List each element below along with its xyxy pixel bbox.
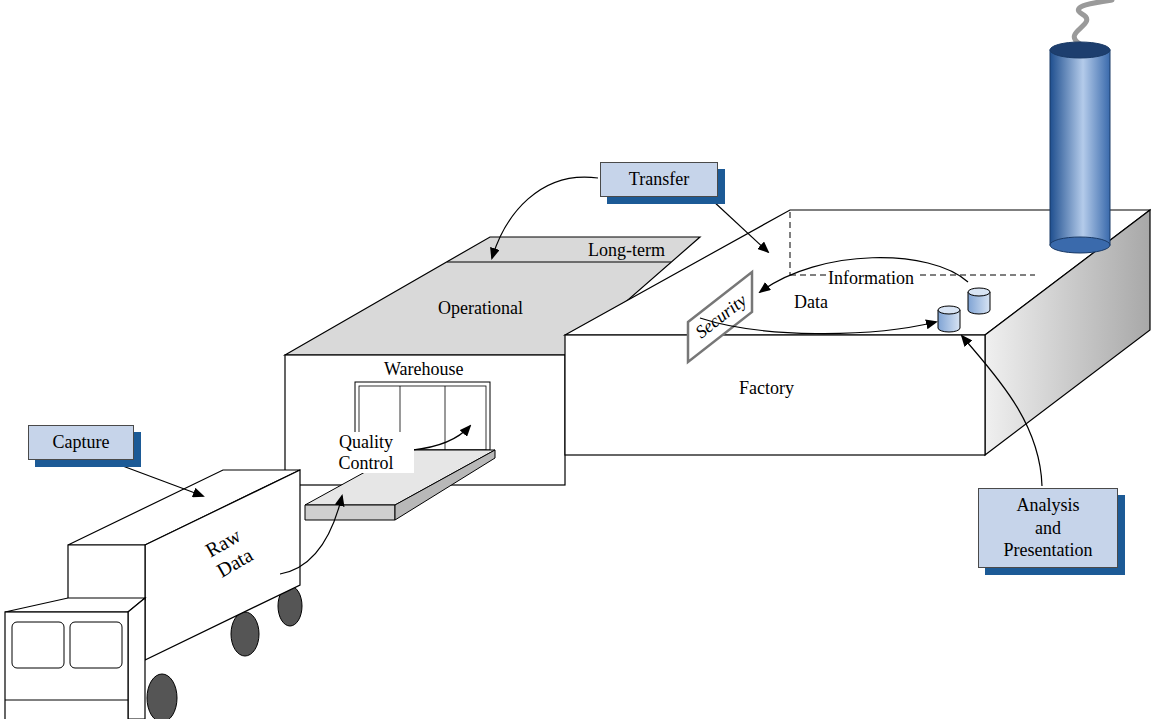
callout-box: Capture — [28, 425, 134, 460]
part-label: Data — [792, 292, 830, 313]
part-label: Long-term — [586, 240, 667, 261]
factory-building — [565, 210, 1150, 455]
part-label: Operational — [436, 298, 525, 319]
raw-data-arrow — [280, 496, 342, 574]
analysis-arrow — [962, 336, 1042, 486]
truck — [5, 470, 302, 719]
part-label: Factory — [737, 378, 796, 399]
chimney — [1050, 0, 1112, 253]
callout-text: Capture — [39, 431, 123, 454]
callout-text: Analysis and Presentation — [1004, 494, 1093, 562]
capture-arrow — [112, 462, 203, 496]
callout-text: Transfer — [611, 168, 707, 191]
quality-arrow — [412, 426, 470, 450]
database-cylinders — [938, 288, 990, 332]
transfer-arrow — [712, 200, 768, 252]
callout-box: Transfer — [600, 162, 718, 197]
part-label: Quality Control — [318, 432, 414, 473]
information-arrow — [760, 258, 968, 292]
part-label: Information — [826, 268, 916, 289]
transfer-arrow — [492, 177, 598, 258]
data-arrow — [700, 318, 936, 334]
part-label: Warehouse — [382, 359, 466, 380]
callout-box: Analysis and Presentation — [978, 488, 1118, 568]
